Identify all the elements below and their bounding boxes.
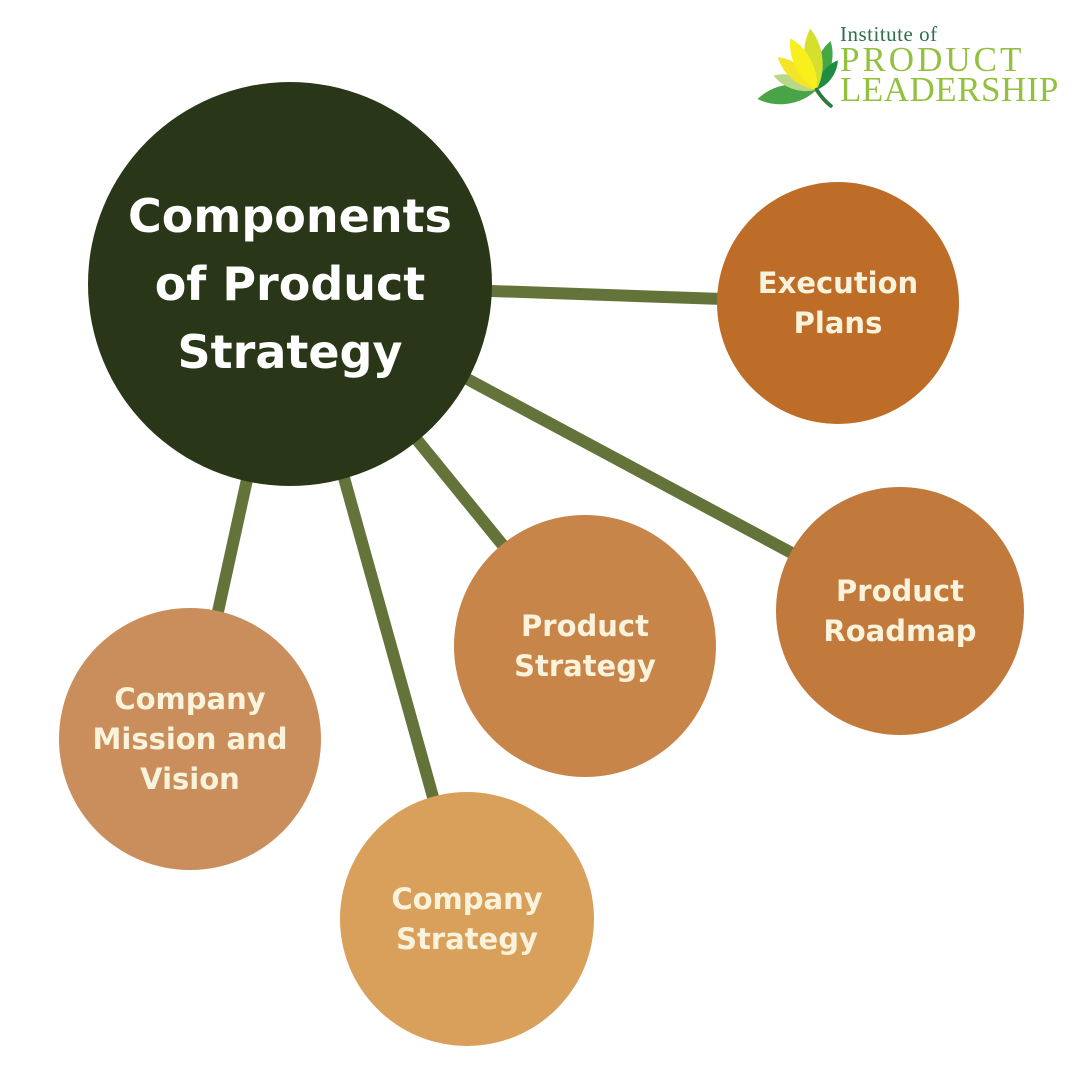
- lotus-leaf-icon: [757, 28, 838, 108]
- central-node-label: Components of Product Strategy: [128, 188, 452, 380]
- node-label-execution-plans: Execution Plans: [757, 265, 919, 340]
- node-product-roadmap: Product Roadmap: [776, 487, 1024, 735]
- node-label-product-roadmap: Product Roadmap: [823, 573, 977, 648]
- node-company-mission-and-vision: Company Mission and Vision: [59, 608, 321, 870]
- node-label-company-strategy: Company Strategy: [391, 881, 543, 956]
- logo-line-institute-of: Institute of: [840, 22, 938, 46]
- institute-of-product-leadership-logo: Institute of PRODUCT LEADERSHIP: [748, 18, 1059, 108]
- node-label-product-strategy: Product Strategy: [514, 608, 656, 683]
- logo-wordmark: Institute of PRODUCT LEADERSHIP: [840, 18, 1059, 108]
- node-company-strategy: Company Strategy: [340, 792, 594, 1046]
- central-node-components-of-product-strategy: Components of Product Strategy: [88, 82, 492, 486]
- node-product-strategy: Product Strategy: [454, 515, 716, 777]
- logo-line-leadership: LEADERSHIP: [840, 70, 1059, 109]
- node-execution-plans: Execution Plans: [717, 182, 959, 424]
- logo-line-product: PRODUCT: [840, 40, 1025, 79]
- node-label-company-mission-and-vision: Company Mission and Vision: [92, 681, 288, 796]
